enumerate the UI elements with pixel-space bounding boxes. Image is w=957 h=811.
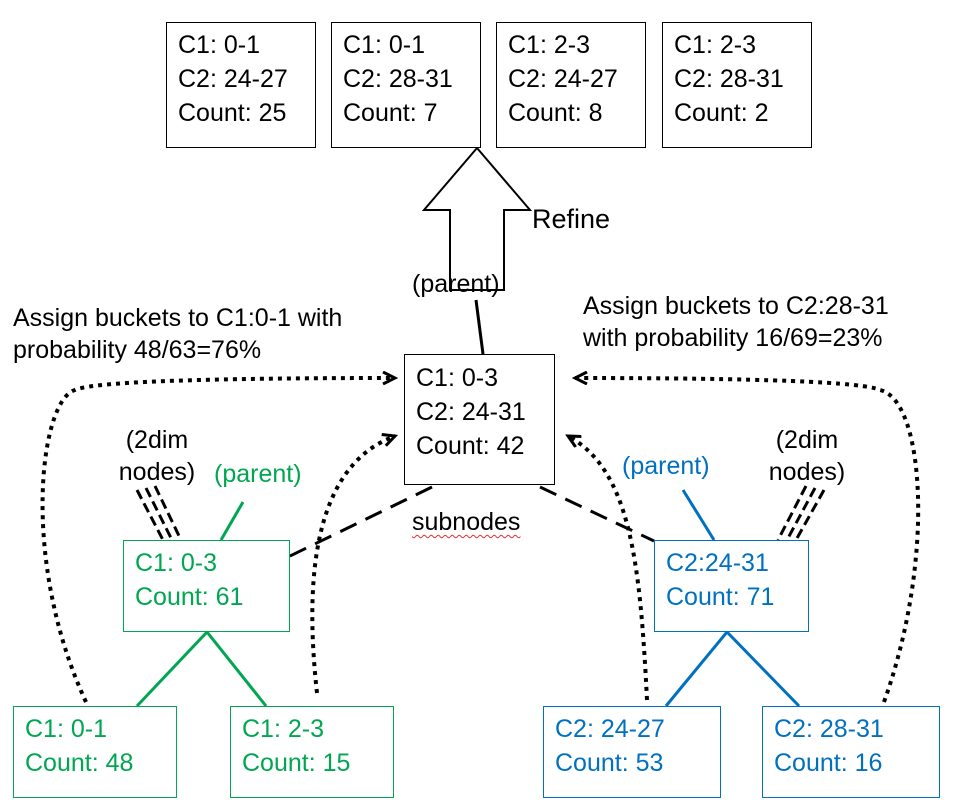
- left-child-node-2: C1: 2-3 Count: 15: [230, 706, 394, 798]
- left-edge-child-2: [205, 631, 268, 707]
- left-parent-line: [219, 501, 245, 541]
- dotted-arrow-left-inner: [310, 436, 395, 694]
- node-range: C1: 2-3: [242, 715, 324, 743]
- node-count: Count: 48: [25, 749, 134, 777]
- bucket-count: Count: 8: [508, 99, 603, 127]
- left-annotation-line-2: probability 48/63=76%: [13, 336, 262, 364]
- dotted-arrow-right-outer: [575, 378, 921, 703]
- left-annotation-line-1: Assign buckets to C1:0-1 with: [13, 304, 343, 332]
- bucket-c1-range: C1: 2-3: [508, 31, 590, 59]
- center-parent-line: [474, 299, 485, 355]
- bucket-c1-range: C1: 0-1: [343, 31, 425, 59]
- right-edge-child-2: [725, 630, 801, 708]
- bucket-c2-range: C2: 28-31: [674, 65, 784, 93]
- subnode-link-left: [287, 485, 433, 559]
- left-2dim-label: (2dim nodes): [118, 426, 196, 486]
- bucket-count: Count: 7: [343, 99, 438, 127]
- bucket-c1-range: C1: 2-3: [674, 31, 756, 59]
- dotted-arrow-right-inner: [568, 434, 649, 701]
- refined-bucket-4: C1: 2-3 C2: 28-31 Count: 2: [662, 22, 812, 148]
- center-node: C1: 0-3 C2: 24-31 Count: 42: [404, 354, 555, 485]
- right-2dim-label: (2dim nodes): [768, 426, 846, 486]
- bucket-count: Count: 2: [674, 99, 769, 127]
- right-2dim-links: [776, 485, 826, 541]
- subnodes-label: subnodes: [412, 508, 521, 536]
- left-root-node: C1: 0-3 Count: 61: [123, 540, 290, 632]
- refined-bucket-3: C1: 2-3 C2: 24-27 Count: 8: [496, 22, 646, 148]
- left-edge-child-1: [135, 630, 209, 708]
- center-count: Count: 42: [416, 432, 525, 460]
- bucket-c2-range: C2: 24-27: [508, 65, 618, 93]
- right-annotation-line-1: Assign buckets to C2:28-31: [583, 292, 889, 320]
- left-annotation: Assign buckets to C1:0-1 with probabilit…: [13, 302, 342, 366]
- refine-label: Refine: [532, 204, 611, 234]
- left-parent-label: (parent): [214, 460, 302, 488]
- node-range: C1: 0-3: [135, 549, 217, 577]
- refine-arrow: [421, 146, 533, 291]
- refined-bucket-1: C1: 0-1 C2: 24-27 Count: 25: [166, 22, 316, 148]
- left-child-node-1: C1: 0-1 Count: 48: [13, 706, 177, 798]
- dotted-arrow-left-outer: [40, 378, 395, 703]
- center-parent-label: (parent): [412, 270, 500, 298]
- node-range: C2: 28-31: [774, 715, 884, 743]
- bucket-c2-range: C2: 28-31: [343, 65, 453, 93]
- bucket-c2-range: C2: 24-27: [178, 65, 288, 93]
- node-count: Count: 71: [666, 583, 775, 611]
- center-c1-range: C1: 0-3: [416, 364, 498, 392]
- right-annotation: Assign buckets to C2:28-31 with probabil…: [583, 290, 889, 354]
- node-count: Count: 16: [774, 749, 883, 777]
- node-range: C1: 0-1: [25, 715, 107, 743]
- subnode-link-right: [539, 485, 655, 543]
- right-edge-child-1: [664, 631, 729, 707]
- center-c2-range: C2: 24-31: [416, 398, 526, 426]
- left-2dim-links: [135, 485, 183, 541]
- node-count: Count: 53: [555, 749, 664, 777]
- refined-bucket-2: C1: 0-1 C2: 28-31 Count: 7: [331, 22, 481, 148]
- node-count: Count: 15: [242, 749, 351, 777]
- right-parent-line: [681, 489, 716, 541]
- right-child-node-2: C2: 28-31 Count: 16: [762, 706, 940, 798]
- right-child-node-1: C2: 24-27 Count: 53: [543, 706, 721, 798]
- right-root-node: C2:24-31 Count: 71: [654, 540, 809, 632]
- bucket-c1-range: C1: 0-1: [178, 31, 260, 59]
- node-count: Count: 61: [135, 583, 244, 611]
- node-range: C2: 24-27: [555, 715, 665, 743]
- node-range: C2:24-31: [666, 549, 769, 577]
- right-annotation-line-2: with probability 16/69=23%: [583, 324, 883, 352]
- right-parent-label: (parent): [622, 452, 710, 480]
- bucket-count: Count: 25: [178, 99, 287, 127]
